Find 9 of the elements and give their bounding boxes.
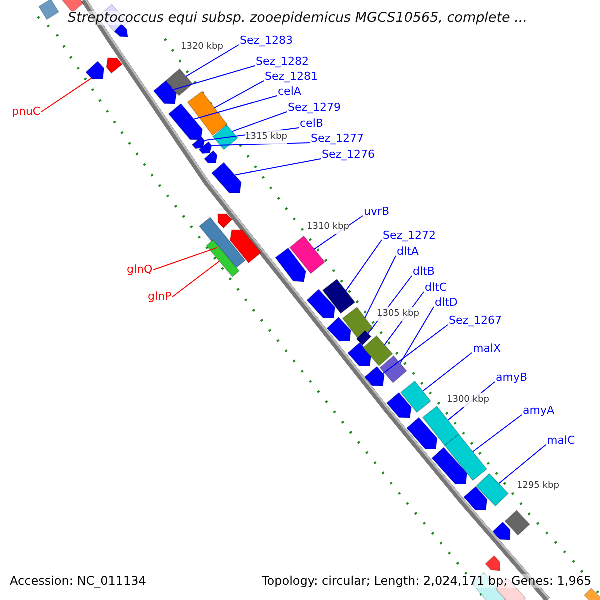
title: Streptococcus equi subsp. zooepidemicus MGCS10565, complete ... xyxy=(68,11,528,25)
scale-mark: 1310 kbp xyxy=(307,220,350,234)
scale-mark: 1320 kbp xyxy=(181,40,224,54)
scale-mark: 1300 kbp xyxy=(447,393,490,407)
scale-mark: 1305 kbp xyxy=(377,307,420,321)
scale-mark: 1295 kbp xyxy=(517,479,560,493)
scale-mark: 1315 kbp xyxy=(245,130,288,144)
summary-text: Topology: circular; Length: 2,024,171 bp; Genes: 1,965 xyxy=(262,574,592,588)
accession-text: Accession: NC_011134 xyxy=(10,574,146,588)
